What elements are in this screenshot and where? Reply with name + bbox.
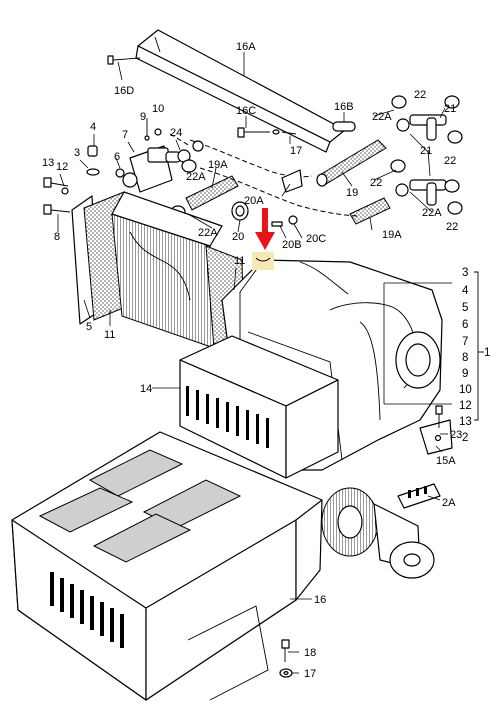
cover-16: [11, 431, 323, 701]
label-17-bottom: 17: [304, 668, 316, 680]
label-15A: 15A: [436, 455, 456, 467]
label-16C: 16C: [236, 105, 256, 117]
washer-17: [279, 668, 293, 678]
label-19: 19: [346, 187, 358, 199]
label-14: 14: [140, 383, 152, 395]
cover-vent-slots: [50, 572, 124, 648]
heater-valve: [115, 140, 204, 193]
highlighted-part: [252, 252, 274, 270]
t-fitting-21-lower: [390, 159, 463, 215]
label-4: 4: [90, 121, 96, 133]
ref-8: 8: [462, 352, 468, 364]
blower-motor: [321, 487, 435, 579]
label-16A: 16A: [236, 41, 256, 53]
label-21-a: 21: [444, 103, 456, 115]
washer-12: [61, 187, 69, 195]
label-13: 13: [42, 157, 54, 169]
ref-3: 3: [462, 267, 468, 279]
t-fitting-21-upper: [391, 95, 463, 144]
cap-10: [154, 128, 162, 136]
label-11-top: 11: [234, 255, 245, 267]
label-22-b: 22: [444, 155, 456, 167]
label-22A-a: 22A: [372, 111, 392, 123]
screw-16C: [237, 127, 297, 138]
bracket-20A: [281, 169, 303, 193]
label-16B: 16B: [334, 101, 354, 113]
hose-19A-lower: [349, 197, 391, 225]
hose-16B: [332, 121, 356, 132]
label-12: 12: [56, 161, 68, 173]
label-7: 7: [122, 129, 128, 141]
ref-7: 7: [462, 336, 468, 348]
evaporator-14: [179, 335, 339, 479]
pin-9: [144, 118, 150, 141]
screw-16D: [107, 55, 141, 65]
screw-20B: [271, 221, 283, 227]
label-20C: 20C: [306, 233, 326, 245]
screw-18: [281, 639, 290, 662]
ref-10: 10: [459, 384, 472, 396]
label-20: 20: [232, 231, 244, 243]
red-arrow-indicator: [255, 208, 275, 250]
ref-1: 1: [484, 347, 490, 359]
bolt-8: [43, 204, 71, 215]
hose-19A-upper: [185, 175, 239, 211]
leader-lines: [57, 52, 452, 674]
clip-20C: [288, 215, 298, 225]
label-19A-right: 19A: [382, 229, 402, 241]
bracket-15A: [419, 419, 453, 455]
label-23: 23: [450, 429, 462, 441]
label-5: 5: [86, 321, 92, 333]
reference-bracket: [474, 271, 484, 421]
hose-19: [316, 139, 387, 187]
label-22-c: 22: [370, 177, 382, 189]
label-6: 6: [114, 151, 120, 163]
label-10: 10: [152, 103, 164, 115]
label-22A-c: 22A: [186, 171, 206, 183]
label-11-bottom: 11: [104, 329, 115, 341]
ref-13: 13: [459, 416, 472, 428]
ref-12: 12: [459, 400, 472, 412]
label-17-top: 17: [290, 145, 302, 157]
label-22A-d: 22A: [198, 227, 218, 239]
label-20B: 20B: [282, 239, 302, 251]
label-2A: 2A: [442, 497, 456, 509]
plug-4: [87, 145, 98, 157]
resistor-2A: [397, 483, 441, 509]
label-8: 8: [54, 231, 60, 243]
label-22-d: 22: [446, 221, 458, 233]
label-18: 18: [304, 647, 316, 659]
heater-core-11: [83, 191, 223, 349]
ref-9: 9: [462, 368, 468, 380]
callout-labels: 16A 16D 16B 16C 17 22 21 22A 22 21 22 22…: [42, 41, 462, 680]
label-20A: 20A: [244, 195, 264, 207]
reference-list: 3 4 5 6 7 8 9 10 12 13 2 1: [459, 267, 490, 444]
label-19A-left: 19A: [208, 159, 228, 171]
evaporator-slots: [186, 386, 269, 448]
label-3: 3: [74, 147, 80, 159]
label-9: 9: [140, 111, 146, 123]
ref-5: 5: [462, 302, 468, 314]
ref-2: 2: [462, 432, 468, 444]
label-16D: 16D: [114, 85, 134, 97]
label-22-a: 22: [414, 89, 426, 101]
label-16: 16: [314, 594, 326, 606]
label-21-b: 21: [420, 145, 432, 157]
ref-6: 6: [462, 319, 468, 331]
washer-3: [86, 168, 100, 176]
duct-16A: [135, 29, 346, 153]
screw-23: [435, 405, 443, 428]
label-24: 24: [170, 127, 182, 139]
label-22A-b: 22A: [422, 207, 442, 219]
bolt-13: [43, 177, 69, 188]
ref-4: 4: [462, 285, 469, 297]
